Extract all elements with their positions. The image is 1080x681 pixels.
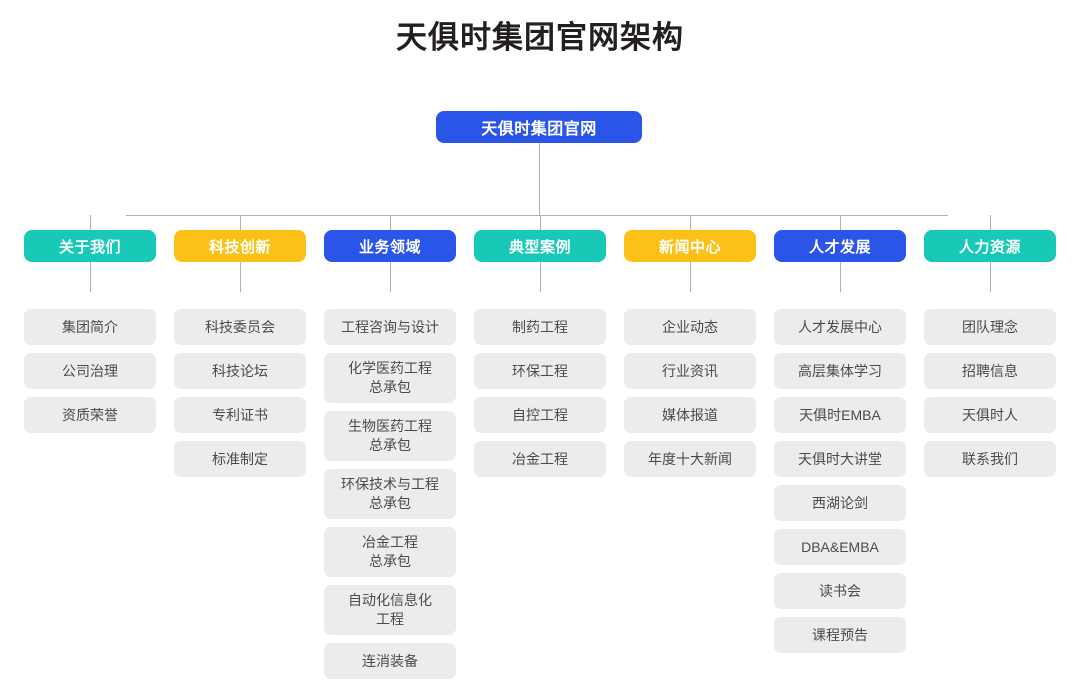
column-1: 关于我们集团简介公司治理资质荣誉	[15, 230, 165, 679]
column-2: 科技创新科技委员会科技论坛专利证书标准制定	[165, 230, 315, 679]
leaf-list-1: 集团简介公司治理资质荣誉	[24, 309, 156, 433]
leaf-item[interactable]: 生物医药工程 总承包	[324, 411, 456, 461]
leaf-item[interactable]: 工程咨询与设计	[324, 309, 456, 345]
leaf-item[interactable]: 天俱时大讲堂	[774, 441, 906, 477]
column-header-1[interactable]: 关于我们	[24, 230, 156, 262]
column-header-7[interactable]: 人力资源	[924, 230, 1056, 262]
leaf-list-6: 人才发展中心高层集体学习天俱时EMBA 天俱时大讲堂西湖论剑 DBA&EMBA 读书会…	[774, 309, 906, 653]
column-header-5[interactable]: 新闻中心	[624, 230, 756, 262]
column-header-4[interactable]: 典型案例	[474, 230, 606, 262]
branch-connector-bus	[126, 215, 948, 216]
root-node[interactable]: 天俱时集团官网	[436, 111, 642, 143]
leaf-list-7: 团队理念招聘信息天俱时人联系我们	[924, 309, 1056, 477]
branch-drop-7	[990, 215, 991, 230]
column-6: 人才发展人才发展中心高层集体学习天俱时EMBA 天俱时大讲堂西湖论剑 DBA&EMB…	[765, 230, 915, 679]
leaf-item[interactable]: 制药工程	[474, 309, 606, 345]
branch-drop-2	[240, 215, 241, 230]
leaf-item[interactable]: 招聘信息	[924, 353, 1056, 389]
leaf-item[interactable]: 化学医药工程 总承包	[324, 353, 456, 403]
column-7: 人力资源团队理念招聘信息天俱时人联系我们	[915, 230, 1065, 679]
column-5: 新闻中心企业动态行业资讯媒体报道年度十大新闻	[615, 230, 765, 679]
header-stub-6	[840, 262, 841, 292]
leaf-item[interactable]: 媒体报道	[624, 397, 756, 433]
leaf-item[interactable]: 集团简介	[24, 309, 156, 345]
branch-drop-5	[690, 215, 691, 230]
header-stub-2	[240, 262, 241, 292]
leaf-item[interactable]: 环保工程	[474, 353, 606, 389]
leaf-item[interactable]: 冶金工程 总承包	[324, 527, 456, 577]
leaf-item[interactable]: 团队理念	[924, 309, 1056, 345]
leaf-item[interactable]: DBA&EMBA	[774, 529, 906, 565]
column-3: 业务领域工程咨询与设计化学医药工程 总承包生物医药工程 总承包环保技术与工程 总…	[315, 230, 465, 679]
leaf-item[interactable]: 环保技术与工程 总承包	[324, 469, 456, 519]
leaf-item[interactable]: 天俱时EMBA	[774, 397, 906, 433]
branch-drop-6	[840, 215, 841, 230]
leaf-item[interactable]: 西湖论剑	[774, 485, 906, 521]
header-stub-1	[90, 262, 91, 292]
leaf-item[interactable]: 课程预告	[774, 617, 906, 653]
branch-drop-4	[540, 215, 541, 230]
header-stub-4	[540, 262, 541, 292]
leaf-list-2: 科技委员会科技论坛专利证书标准制定	[174, 309, 306, 477]
columns-container: 关于我们集团简介公司治理资质荣誉科技创新科技委员会科技论坛专利证书标准制定业务领…	[0, 230, 1080, 679]
leaf-item[interactable]: 标准制定	[174, 441, 306, 477]
leaf-item[interactable]: 科技委员会	[174, 309, 306, 345]
leaf-item[interactable]: 人才发展中心	[774, 309, 906, 345]
column-header-3[interactable]: 业务领域	[324, 230, 456, 262]
root-connector-drop	[539, 143, 540, 215]
leaf-item[interactable]: 资质荣誉	[24, 397, 156, 433]
branch-drop-1	[90, 215, 91, 230]
leaf-item[interactable]: 企业动态	[624, 309, 756, 345]
leaf-item[interactable]: 自控工程	[474, 397, 606, 433]
column-header-2[interactable]: 科技创新	[174, 230, 306, 262]
header-stub-3	[390, 262, 391, 292]
leaf-item[interactable]: 专利证书	[174, 397, 306, 433]
leaf-list-5: 企业动态行业资讯媒体报道年度十大新闻	[624, 309, 756, 477]
leaf-item[interactable]: 天俱时人	[924, 397, 1056, 433]
header-stub-7	[990, 262, 991, 292]
leaf-item[interactable]: 公司治理	[24, 353, 156, 389]
leaf-list-3: 工程咨询与设计化学医药工程 总承包生物医药工程 总承包环保技术与工程 总承包冶金…	[324, 309, 456, 679]
leaf-item[interactable]: 高层集体学习	[774, 353, 906, 389]
header-stub-5	[690, 262, 691, 292]
leaf-item[interactable]: 联系我们	[924, 441, 1056, 477]
leaf-item[interactable]: 冶金工程	[474, 441, 606, 477]
leaf-item[interactable]: 连消装备	[324, 643, 456, 679]
leaf-item[interactable]: 自动化信息化 工程	[324, 585, 456, 635]
leaf-item[interactable]: 读书会	[774, 573, 906, 609]
page-title: 天俱时集团官网架构	[396, 20, 684, 55]
leaf-item[interactable]: 科技论坛	[174, 353, 306, 389]
leaf-item[interactable]: 行业资讯	[624, 353, 756, 389]
leaf-item[interactable]: 年度十大新闻	[624, 441, 756, 477]
column-4: 典型案例制药工程环保工程自控工程冶金工程	[465, 230, 615, 679]
column-header-6[interactable]: 人才发展	[774, 230, 906, 262]
leaf-list-4: 制药工程环保工程自控工程冶金工程	[474, 309, 606, 477]
branch-drop-3	[390, 215, 391, 230]
